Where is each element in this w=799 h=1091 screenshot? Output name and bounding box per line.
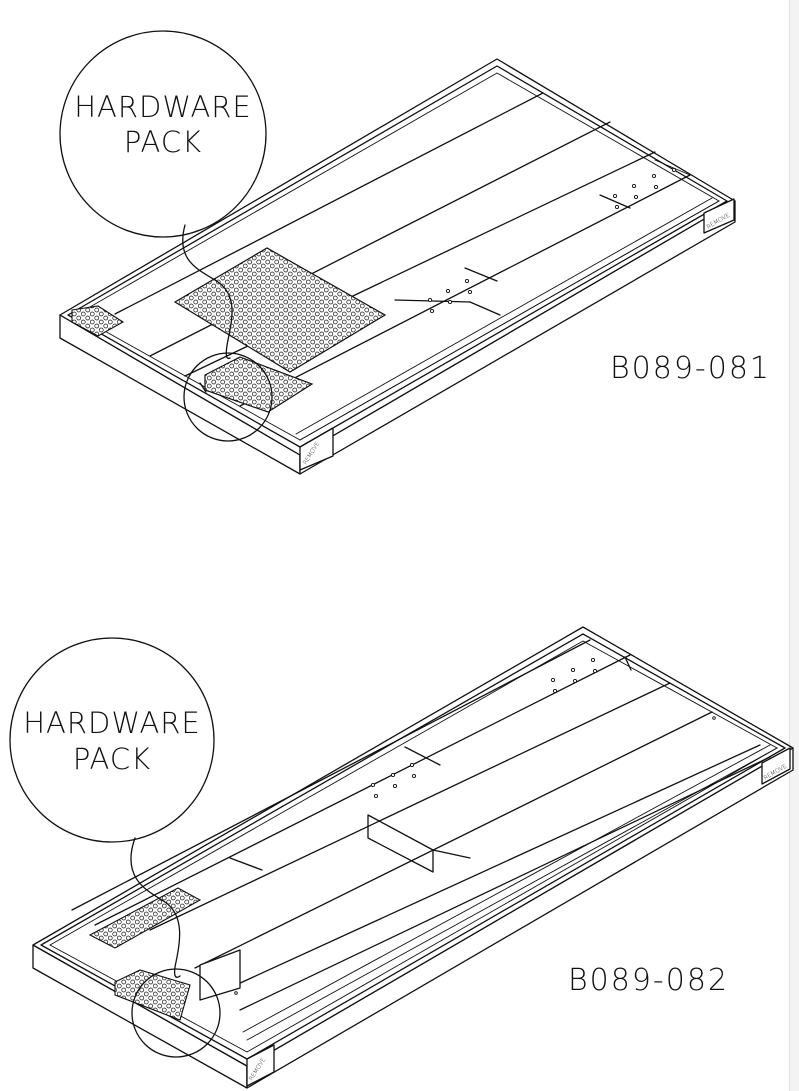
diagram-1-remove-tag-front: REMOVE [299, 427, 334, 471]
diagram-2-hardware-holes [234, 657, 716, 995]
diagram-2-hardware-pack-callout [9, 637, 215, 843]
diagram-2: REMOVE REMOVE HARDWARE PACK B089-082 [9, 626, 794, 1089]
diagram-1-part-number: B089-081 [610, 351, 771, 386]
diagram-2-foam-strip [88, 887, 202, 949]
diagram-1: REMOVE REMOVE HARDWARE PACK B089-081 [59, 30, 771, 475]
diagram-1-foam-main [173, 247, 387, 373]
page-edge [789, 0, 799, 1091]
diagram-2-remove-tag-front: REMOVE [246, 1044, 275, 1087]
diagram-1-leader-line [182, 224, 233, 360]
diagram-1-callout-line1: HARDWARE [74, 90, 252, 124]
diagram-2-box: REMOVE REMOVE [32, 626, 794, 1089]
diagram-1-foam-corner [204, 356, 314, 413]
diagram-1-hardware-holes [427, 167, 677, 314]
diagram-2-callout-line1: HARDWARE [23, 706, 201, 740]
diagram-2-detail-circle [131, 968, 221, 1058]
diagram-2-foam-corner [114, 969, 191, 1021]
diagram-2-part-number: B089-082 [568, 963, 729, 998]
diagram-1-foam-edge [71, 305, 125, 337]
diagram-1-box: REMOVE REMOVE [59, 58, 736, 475]
diagram-1-detail-circle [183, 352, 273, 442]
diagram-2-leader-line [130, 837, 181, 978]
diagram-1-hardware-pack-callout [59, 30, 267, 238]
diagram-2-callout-line2: PACK [73, 742, 151, 776]
diagram-1-callout-line2: PACK [124, 125, 202, 159]
